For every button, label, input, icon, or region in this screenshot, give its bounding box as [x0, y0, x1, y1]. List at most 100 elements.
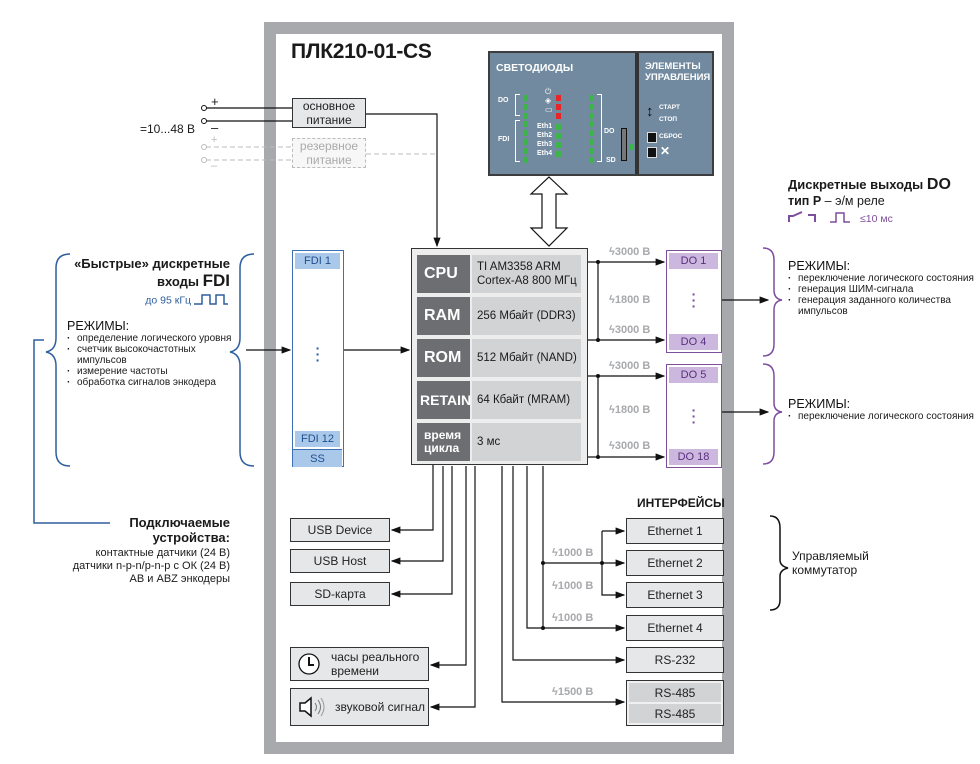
isolation-label: ϟ1000 В: [552, 547, 594, 559]
isolation-label: ϟ1000 В: [552, 612, 594, 624]
do-timing: ≤10 мс: [788, 211, 951, 226]
sd-slot-icon: [621, 128, 627, 161]
fdi-frequency: до 95 кГц: [62, 293, 230, 308]
ram-row: RAM 256 Мбайт (DDR3): [417, 297, 581, 335]
fdi-modes: РЕЖИМЫ: определение логического уровня с…: [67, 319, 242, 388]
eth2-led-label: Eth2: [537, 132, 553, 139]
rom-key: ROM: [417, 339, 470, 377]
clock-icon: [297, 652, 321, 676]
do-type-strong: тип Р: [788, 194, 822, 208]
do-type-rest: – э/м реле: [821, 194, 885, 208]
fdi-frequency-text: до 95 кГц: [145, 294, 192, 307]
device-item: АВ и ABZ энкодеры: [129, 573, 230, 585]
do-group-1: DO 1 ··· DO 4: [666, 250, 722, 353]
buzzer-label: звуковой сигнал: [335, 700, 426, 714]
do-heading: Дискретные выходы DO тип Р – э/м реле ≤1…: [788, 176, 951, 226]
cycle-time-value: 3 мс: [472, 423, 581, 461]
rom-row: ROM 512 Мбайт (NAND): [417, 339, 581, 377]
do-first-label: DO 5: [669, 367, 718, 383]
fdi-mode-item: определение логического уровня: [67, 333, 242, 344]
fdi-heading-line2: входы FDI: [62, 271, 230, 291]
do-mode-item: генерация ШИМ-сигнала: [788, 284, 978, 295]
controls-title: ЭЛЕМЕНТЫ УПРАВЛЕНИЯ: [645, 61, 710, 83]
do-last-label: DO 4: [669, 334, 718, 350]
ellipsis-icon: ···: [315, 340, 321, 368]
do-mode-item: переключение логического состояния: [788, 273, 978, 284]
usb-device-box: USB Device: [290, 518, 390, 542]
devices-list: контактные датчики (24 В) датчики n-p-n/…: [30, 547, 230, 586]
led-indicator: [523, 139, 528, 145]
device-item: контактные датчики (24 В): [95, 547, 230, 559]
led-indicator: [589, 95, 594, 101]
reset-label: СБРОС: [659, 133, 683, 140]
isolation-label: ϟ1500 В: [552, 686, 594, 698]
pulse-train-icon: [194, 293, 230, 308]
led-indicator: [589, 147, 594, 154]
do-last-label: DO 18: [669, 449, 718, 465]
led-indicator: [589, 130, 594, 137]
power-plus-label: +: [211, 94, 219, 109]
leds-do-label: DO: [498, 97, 509, 104]
eth-led: [556, 124, 561, 130]
sd-led: [629, 144, 634, 150]
eth-led: [556, 133, 561, 139]
backup-minus-label: –: [211, 160, 218, 172]
devices-title-line2: устройства:: [152, 530, 230, 545]
do-modes-1: РЕЖИМЫ: переключение логического состоян…: [788, 259, 978, 317]
backup-power-box: резервное питание: [292, 138, 366, 168]
relay-contact-icon: [788, 211, 822, 226]
pulse-icon: [830, 211, 852, 226]
isolation-label: ϟ3000 В: [609, 246, 651, 258]
reset-button-icon[interactable]: [647, 132, 657, 143]
ellipsis-icon: ···: [691, 286, 697, 314]
buzzer-box: звуковой сигнал: [290, 688, 429, 726]
power-minus-label: –: [211, 120, 219, 135]
ram-key: RAM: [417, 297, 470, 335]
battery-icon: ▭: [545, 105, 553, 114]
fdi-first-label: FDI 1: [295, 253, 340, 269]
rs232-box: RS-232: [626, 647, 724, 673]
rtc-box: часы реального времени: [290, 647, 429, 681]
do-modes-2: РЕЖИМЫ: переключение логического состоян…: [788, 397, 978, 422]
ethernet-4-box: Ethernet 4: [626, 615, 724, 641]
controls-title-line1: ЭЛЕМЕНТЫ: [645, 61, 701, 72]
service-button-icon[interactable]: [647, 147, 657, 158]
do-heading-strong: DO: [926, 176, 951, 193]
cycle-time-row: время цикла 3 мс: [417, 423, 581, 461]
cpu-row: CPU TI AM3358 ARM Cortex-A8 800 МГц: [417, 255, 581, 293]
device-item: датчики n-p-n/p-n-p с ОК (24 В): [72, 560, 230, 572]
fdi-inputs-block: FDI 1 ··· FDI 12 SS: [292, 250, 344, 467]
do-heading-line1: Дискретные выходы DO: [788, 176, 951, 194]
do-type: тип Р – э/м реле: [788, 194, 951, 208]
led-indicator: [523, 130, 528, 137]
sd-card-box: SD-карта: [290, 582, 390, 606]
run-icon: ◈: [545, 96, 552, 105]
fdi-mode-item: измерение частоты: [67, 366, 242, 377]
do-group-2: DO 5 ··· DO 18: [666, 364, 722, 468]
speaker-icon: [297, 695, 327, 719]
power-icon: ⏻: [545, 87, 552, 96]
led-indicator: [589, 156, 594, 163]
retain-key: RETAIN: [417, 381, 471, 419]
rtc-label: часы реального времени: [331, 650, 420, 678]
led-indicator: [589, 112, 594, 119]
power-voltage-label: =10...48 В: [140, 122, 196, 136]
status-led: [556, 95, 561, 101]
fdi-last-label: FDI 12: [295, 431, 340, 447]
isolation-label: ϟ3000 В: [609, 324, 651, 336]
leds-title: СВЕТОДИОДЫ: [496, 62, 574, 74]
stop-label: СТОП: [659, 116, 678, 123]
fdi-modes-title: РЕЖИМЫ:: [67, 319, 130, 333]
led-indicator: [523, 95, 528, 101]
isolation-label: ϟ1800 В: [609, 294, 651, 306]
isolation-label: ϟ1800 В: [609, 404, 651, 416]
isolation-label: ϟ1000 В: [552, 580, 594, 592]
cpu-key: CPU: [417, 255, 470, 293]
bracket-do-right: [597, 94, 602, 162]
controls-title-line2: УПРАВЛЕНИЯ: [645, 72, 711, 83]
main-power-box: основное питание: [292, 98, 366, 128]
led-indicator: [523, 147, 528, 154]
leds-do-right-label: DO: [604, 128, 615, 135]
start-stop-switch-icon[interactable]: ↕: [646, 103, 654, 120]
isolation-label: ϟ3000 В: [609, 360, 651, 372]
